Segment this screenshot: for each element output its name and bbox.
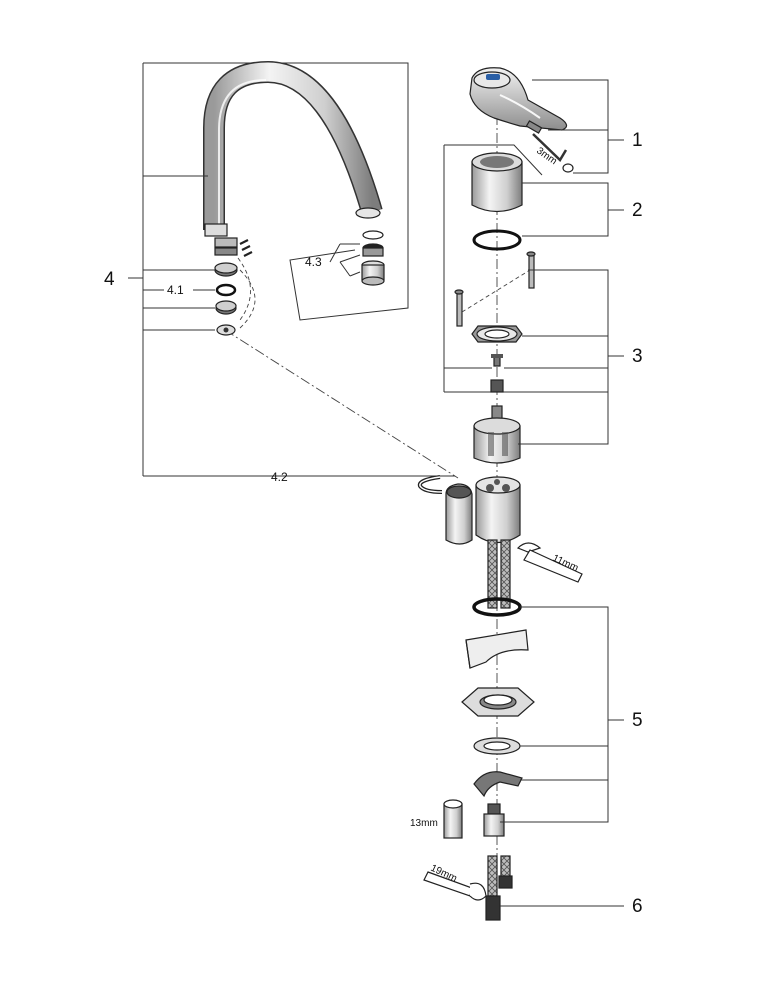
callout-5: 5 [632,710,643,731]
tap-body [445,476,521,545]
callout-6: 6 [632,896,643,917]
label-3mm: 3mm [534,145,559,167]
group-bracket [444,144,543,176]
wrench-11mm [516,542,583,583]
spout-inlet-parts [214,237,256,336]
callout-4-2: 4.2 [271,470,288,484]
callout-4: 4 [104,269,115,290]
cap-o-ring [472,229,522,251]
aerator-parts [329,230,385,286]
callout-1-leaders [532,79,624,174]
half-moon-washer [465,629,529,669]
clip-4-2 [417,475,443,494]
small-screw [491,354,503,367]
hoses-upper [487,539,511,609]
callout-4-3: 4.3 [305,255,322,269]
lever-handle [469,67,568,131]
cartridge [473,405,521,464]
wrench-19mm [423,871,487,901]
callout-3-leaders [444,269,624,445]
callout-3: 3 [632,346,643,367]
set-screw-and-hex-key [525,120,574,173]
callout-4-1: 4.1 [167,283,184,297]
label-13mm: 13mm [410,818,438,829]
fixing-screws [454,251,536,327]
callout-2-leaders [522,182,624,237]
callout-5-leaders [500,606,624,823]
socket-13mm [443,799,463,839]
threaded-rod [483,803,505,837]
callout-2: 2 [632,200,643,221]
callout-4-leaders [128,175,215,331]
adapter-stem [490,379,504,393]
spout-tube [203,60,383,237]
hex-plate [461,687,535,717]
flat-washer [473,737,521,755]
u-bracket [473,771,523,798]
retaining-nut [471,325,523,343]
callout-1: 1 [632,130,643,151]
cover-cap [471,152,523,213]
hoses-lower [485,855,513,921]
